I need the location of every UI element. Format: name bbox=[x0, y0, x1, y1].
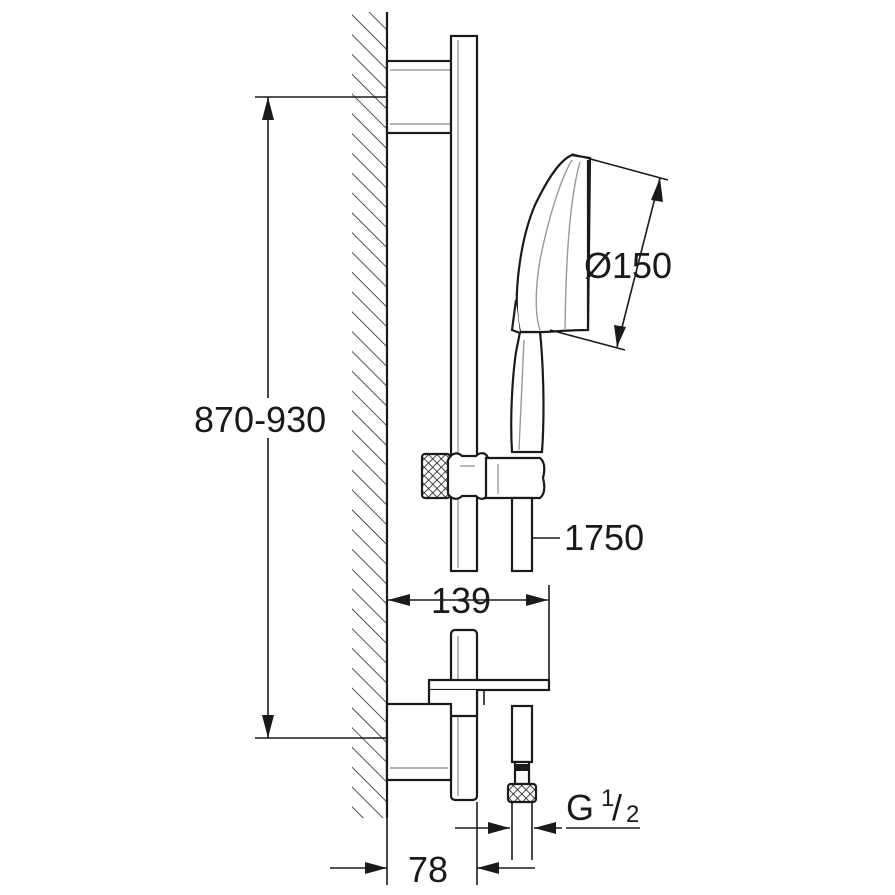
hose-lower bbox=[506, 704, 538, 860]
hose-length-label: 1750 bbox=[564, 517, 644, 558]
diameter-label: Ø150 bbox=[584, 245, 672, 286]
hose-upper bbox=[510, 496, 534, 573]
thread-denominator: 2 bbox=[626, 801, 639, 828]
svg-text:/: / bbox=[612, 787, 622, 828]
dimension-thread bbox=[455, 822, 640, 834]
lower-wall-bracket bbox=[385, 702, 453, 782]
upper-wall-bracket bbox=[385, 59, 457, 135]
wall-distance-label: 78 bbox=[408, 849, 448, 890]
wall bbox=[352, 12, 389, 818]
slider-holder bbox=[420, 452, 546, 500]
dimension-shelf bbox=[388, 585, 550, 680]
height-range-label: 870-930 bbox=[194, 399, 326, 440]
thread-label: G 1 / 2 bbox=[566, 785, 639, 828]
thread-numerator: 1 bbox=[601, 785, 614, 812]
shelf-depth-label: 139 bbox=[431, 580, 491, 621]
hand-shower bbox=[510, 153, 592, 454]
dimension-wall-distance bbox=[330, 802, 535, 885]
thread-main: G bbox=[566, 787, 594, 828]
dimension-diameter bbox=[549, 153, 669, 351]
